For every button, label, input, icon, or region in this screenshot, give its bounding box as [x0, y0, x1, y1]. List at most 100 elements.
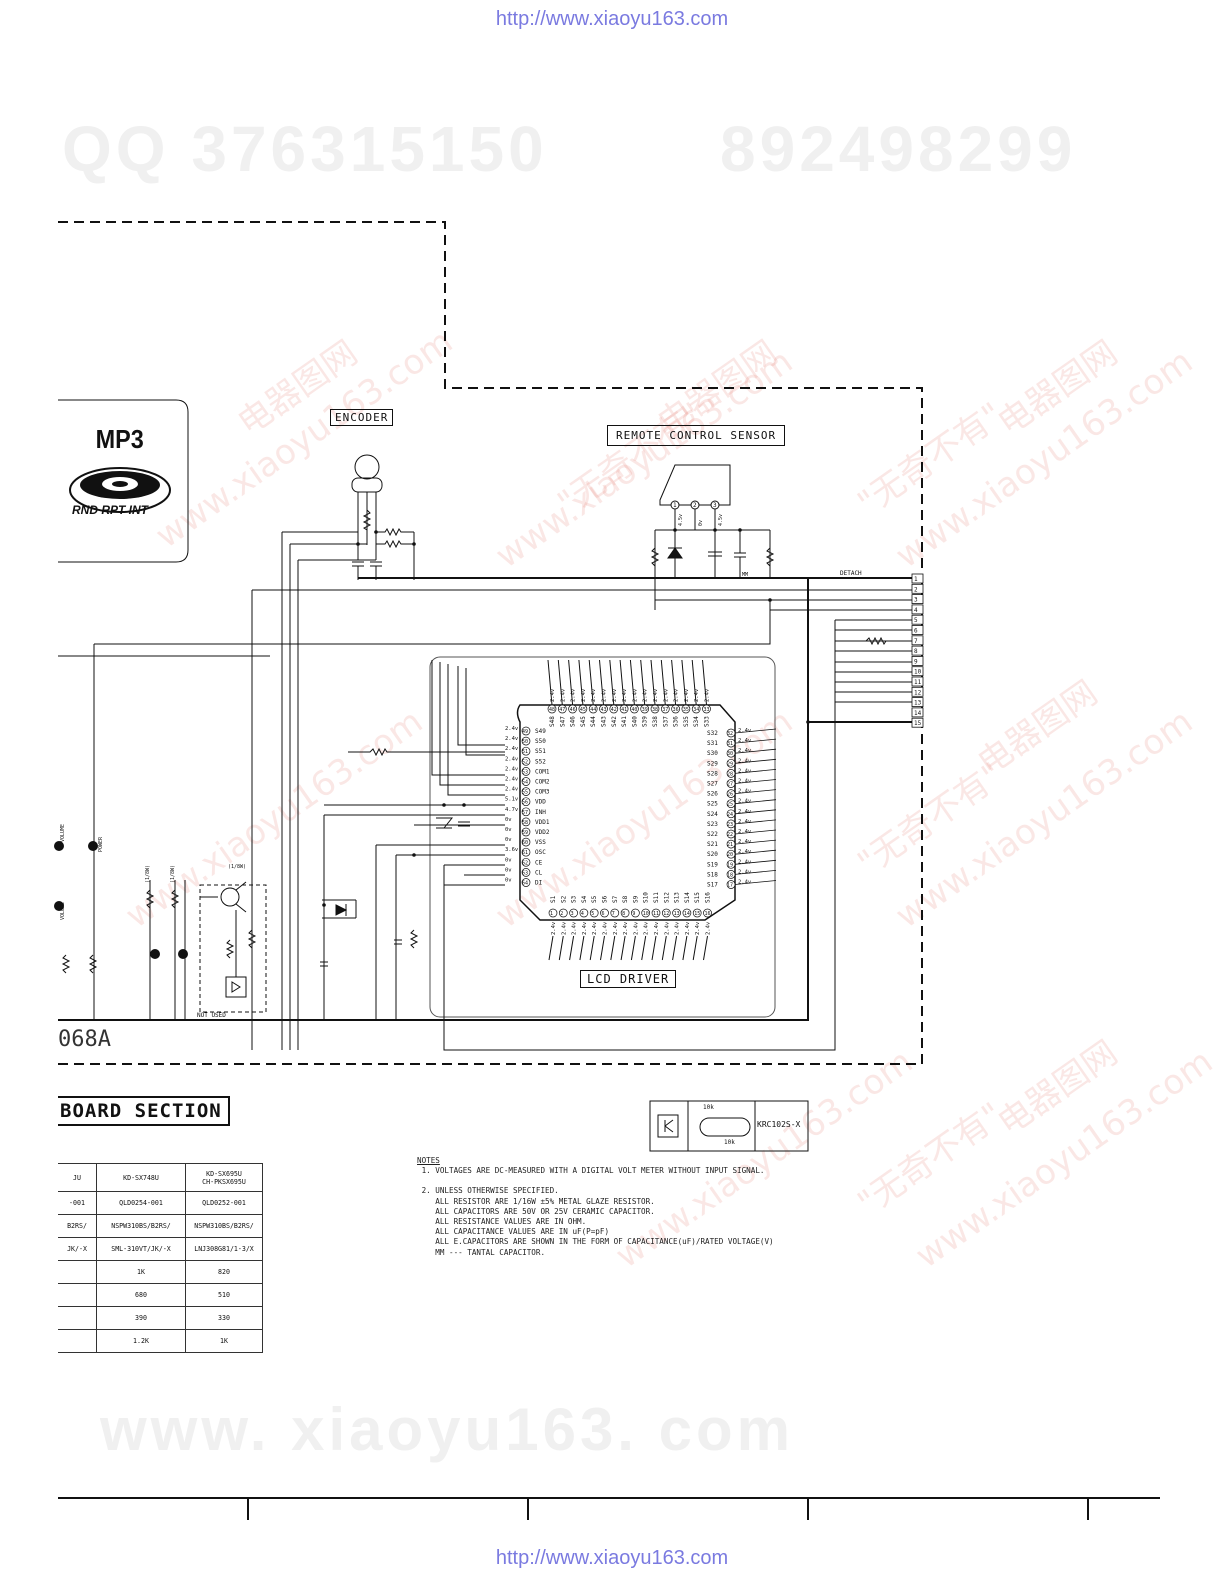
lcd-pin-circle: [651, 908, 661, 918]
lcd-pin-name: S23: [707, 821, 718, 828]
lcd-pin-number: 8: [622, 911, 625, 917]
lcd-pin-voltage: 2.4v: [695, 921, 701, 935]
lcd-pin-voltage: 2.4v: [664, 921, 670, 935]
lcd-pin-wire: [671, 659, 677, 706]
lcd-pin-number: 63: [522, 870, 528, 876]
lcd-pin-circle: [641, 908, 651, 918]
lcd-pin-number: 21: [727, 842, 733, 848]
lcd-pin-name: S40: [631, 716, 638, 727]
header-url[interactable]: http://www.xiaoyu163.com: [495, 8, 729, 30]
lcd-pin-voltage: 2.4v: [592, 921, 598, 935]
lcd-pin-wire: [650, 659, 656, 706]
encoder-label: ENCODER: [330, 409, 394, 426]
lcd-pin-voltage: 2.4v: [653, 688, 659, 702]
lcd-pin-wire: [600, 935, 605, 961]
lcd-pin-voltage: 2.4v: [738, 738, 752, 744]
lcd-pin-number: 19: [727, 862, 733, 868]
lcd-pin-wire: [734, 779, 777, 784]
lcd-pin-wire: [734, 728, 777, 734]
connector-pin-number: 8: [914, 648, 918, 655]
lcd-pin-name: S1: [550, 895, 557, 903]
table-cell: QLD0254-001: [96, 1191, 186, 1215]
lcd-pin-voltage: 2.4v: [738, 809, 752, 815]
lcd-pin-voltage: 2.4v: [623, 921, 629, 935]
lcd-pin-wire: [609, 659, 615, 706]
lcd-pin-name: S28: [707, 770, 718, 777]
lcd-pin-number: 46: [570, 707, 576, 713]
connector-pin-box: [911, 573, 924, 584]
lcd-pin-number: 60: [522, 840, 528, 846]
lcd-pin-number: 4: [581, 911, 584, 917]
lcd-pin-wire: [548, 935, 554, 961]
lcd-pin-number: 17: [727, 883, 733, 889]
lcd-pin-name: S8: [622, 895, 629, 903]
lcd-pin-name: S15: [694, 892, 701, 903]
lcd-pin-name: S12: [663, 892, 670, 903]
lcd-pin-number: 26: [727, 792, 733, 798]
lcd-pin-circle: [620, 908, 630, 918]
lcd-pin-number: 24: [727, 812, 733, 818]
table-cell: 1.2K: [96, 1329, 186, 1353]
lcd-pin-voltage: 2.4v: [581, 688, 587, 702]
lcd-pin-voltage: 2.4v: [738, 748, 752, 754]
lcd-pin-name: S33: [704, 716, 711, 727]
lcd-pin-circle: [692, 908, 702, 918]
lcd-pin-circle: [521, 817, 531, 827]
lcd-pin-wire: [578, 659, 584, 706]
lcd-pin-name: S13: [674, 892, 681, 903]
footer-url[interactable]: http://www.xiaoyu163.com: [495, 1547, 729, 1569]
lcd-pin-number: 3: [571, 911, 574, 917]
lcd-pin-name: S44: [590, 716, 597, 727]
lcd-pin-wire: [692, 935, 698, 961]
connector-pin-box: [911, 656, 924, 666]
lcd-pin-wire: [734, 769, 777, 774]
connector-pin-number: 10: [914, 669, 922, 676]
lcd-pin-voltage: 0v: [505, 827, 512, 833]
connector-pin-box: [911, 717, 924, 728]
lcd-pin-name: S48: [549, 716, 556, 727]
lcd-pin-circle: [579, 908, 589, 918]
lcd-pin-number: 12: [663, 911, 669, 917]
table-cell: SML-310VT/JK/-X: [96, 1237, 186, 1261]
connector-pin-number: 12: [914, 689, 922, 696]
lcd-pin-voltage: 2.4v: [738, 779, 752, 785]
lcd-pin-wire: [734, 859, 777, 865]
watermark-qq-left: QQ 376315150: [62, 113, 548, 185]
lcd-pin-wire: [703, 935, 708, 961]
lcd-pin-voltage: 2.4v: [505, 787, 519, 793]
lcd-pin-voltage: 2.4v: [582, 921, 588, 935]
connector-pin-box: [911, 686, 924, 697]
lcd-pin-number: 37: [662, 707, 668, 713]
lcd-pin-voltage: 2.4v: [643, 688, 649, 702]
lcd-pin-circle: [609, 704, 619, 714]
note-line: MM --- TANTAL CAPACITOR.: [417, 1247, 546, 1257]
lcd-pin-number: 36: [673, 707, 679, 713]
lcd-pin-number: 47: [559, 707, 565, 713]
lcd-pin-wire: [734, 839, 777, 845]
table-cell: QLD0252-001: [185, 1191, 263, 1215]
lcd-pin-wire: [734, 748, 777, 754]
lcd-pin-name: COM1: [535, 768, 550, 775]
lcd-pin-voltage: 2.4v: [591, 688, 597, 702]
lcd-pin-name: S16: [705, 892, 712, 903]
sensor-pin-number: 3: [713, 502, 717, 509]
lcd-pin-wire: [569, 935, 575, 961]
lcd-pin-wire: [734, 758, 777, 764]
lcd-pin-wire: [691, 659, 697, 706]
table-cell: 330: [185, 1306, 263, 1330]
lcd-pin-number: 45: [580, 707, 586, 713]
lcd-pin-wire: [568, 659, 574, 706]
lcd-pin-voltage: 2.4v: [705, 688, 711, 702]
lcd-driver-label: LCD DRIVER: [580, 970, 677, 988]
table-cell: 1K: [185, 1329, 263, 1353]
lcd-pin-voltage: 2.4v: [633, 921, 639, 935]
lcd-pin-name: S17: [707, 882, 718, 889]
lcd-pin-wire: [640, 659, 646, 706]
lcd-pin-name: VSS: [535, 839, 546, 846]
lcd-pin-name: S25: [707, 801, 718, 808]
lcd-pin-number: 48: [549, 707, 555, 713]
lcd-pin-voltage: 2.4v: [738, 758, 752, 764]
lcd-pin-number: 14: [684, 911, 690, 917]
